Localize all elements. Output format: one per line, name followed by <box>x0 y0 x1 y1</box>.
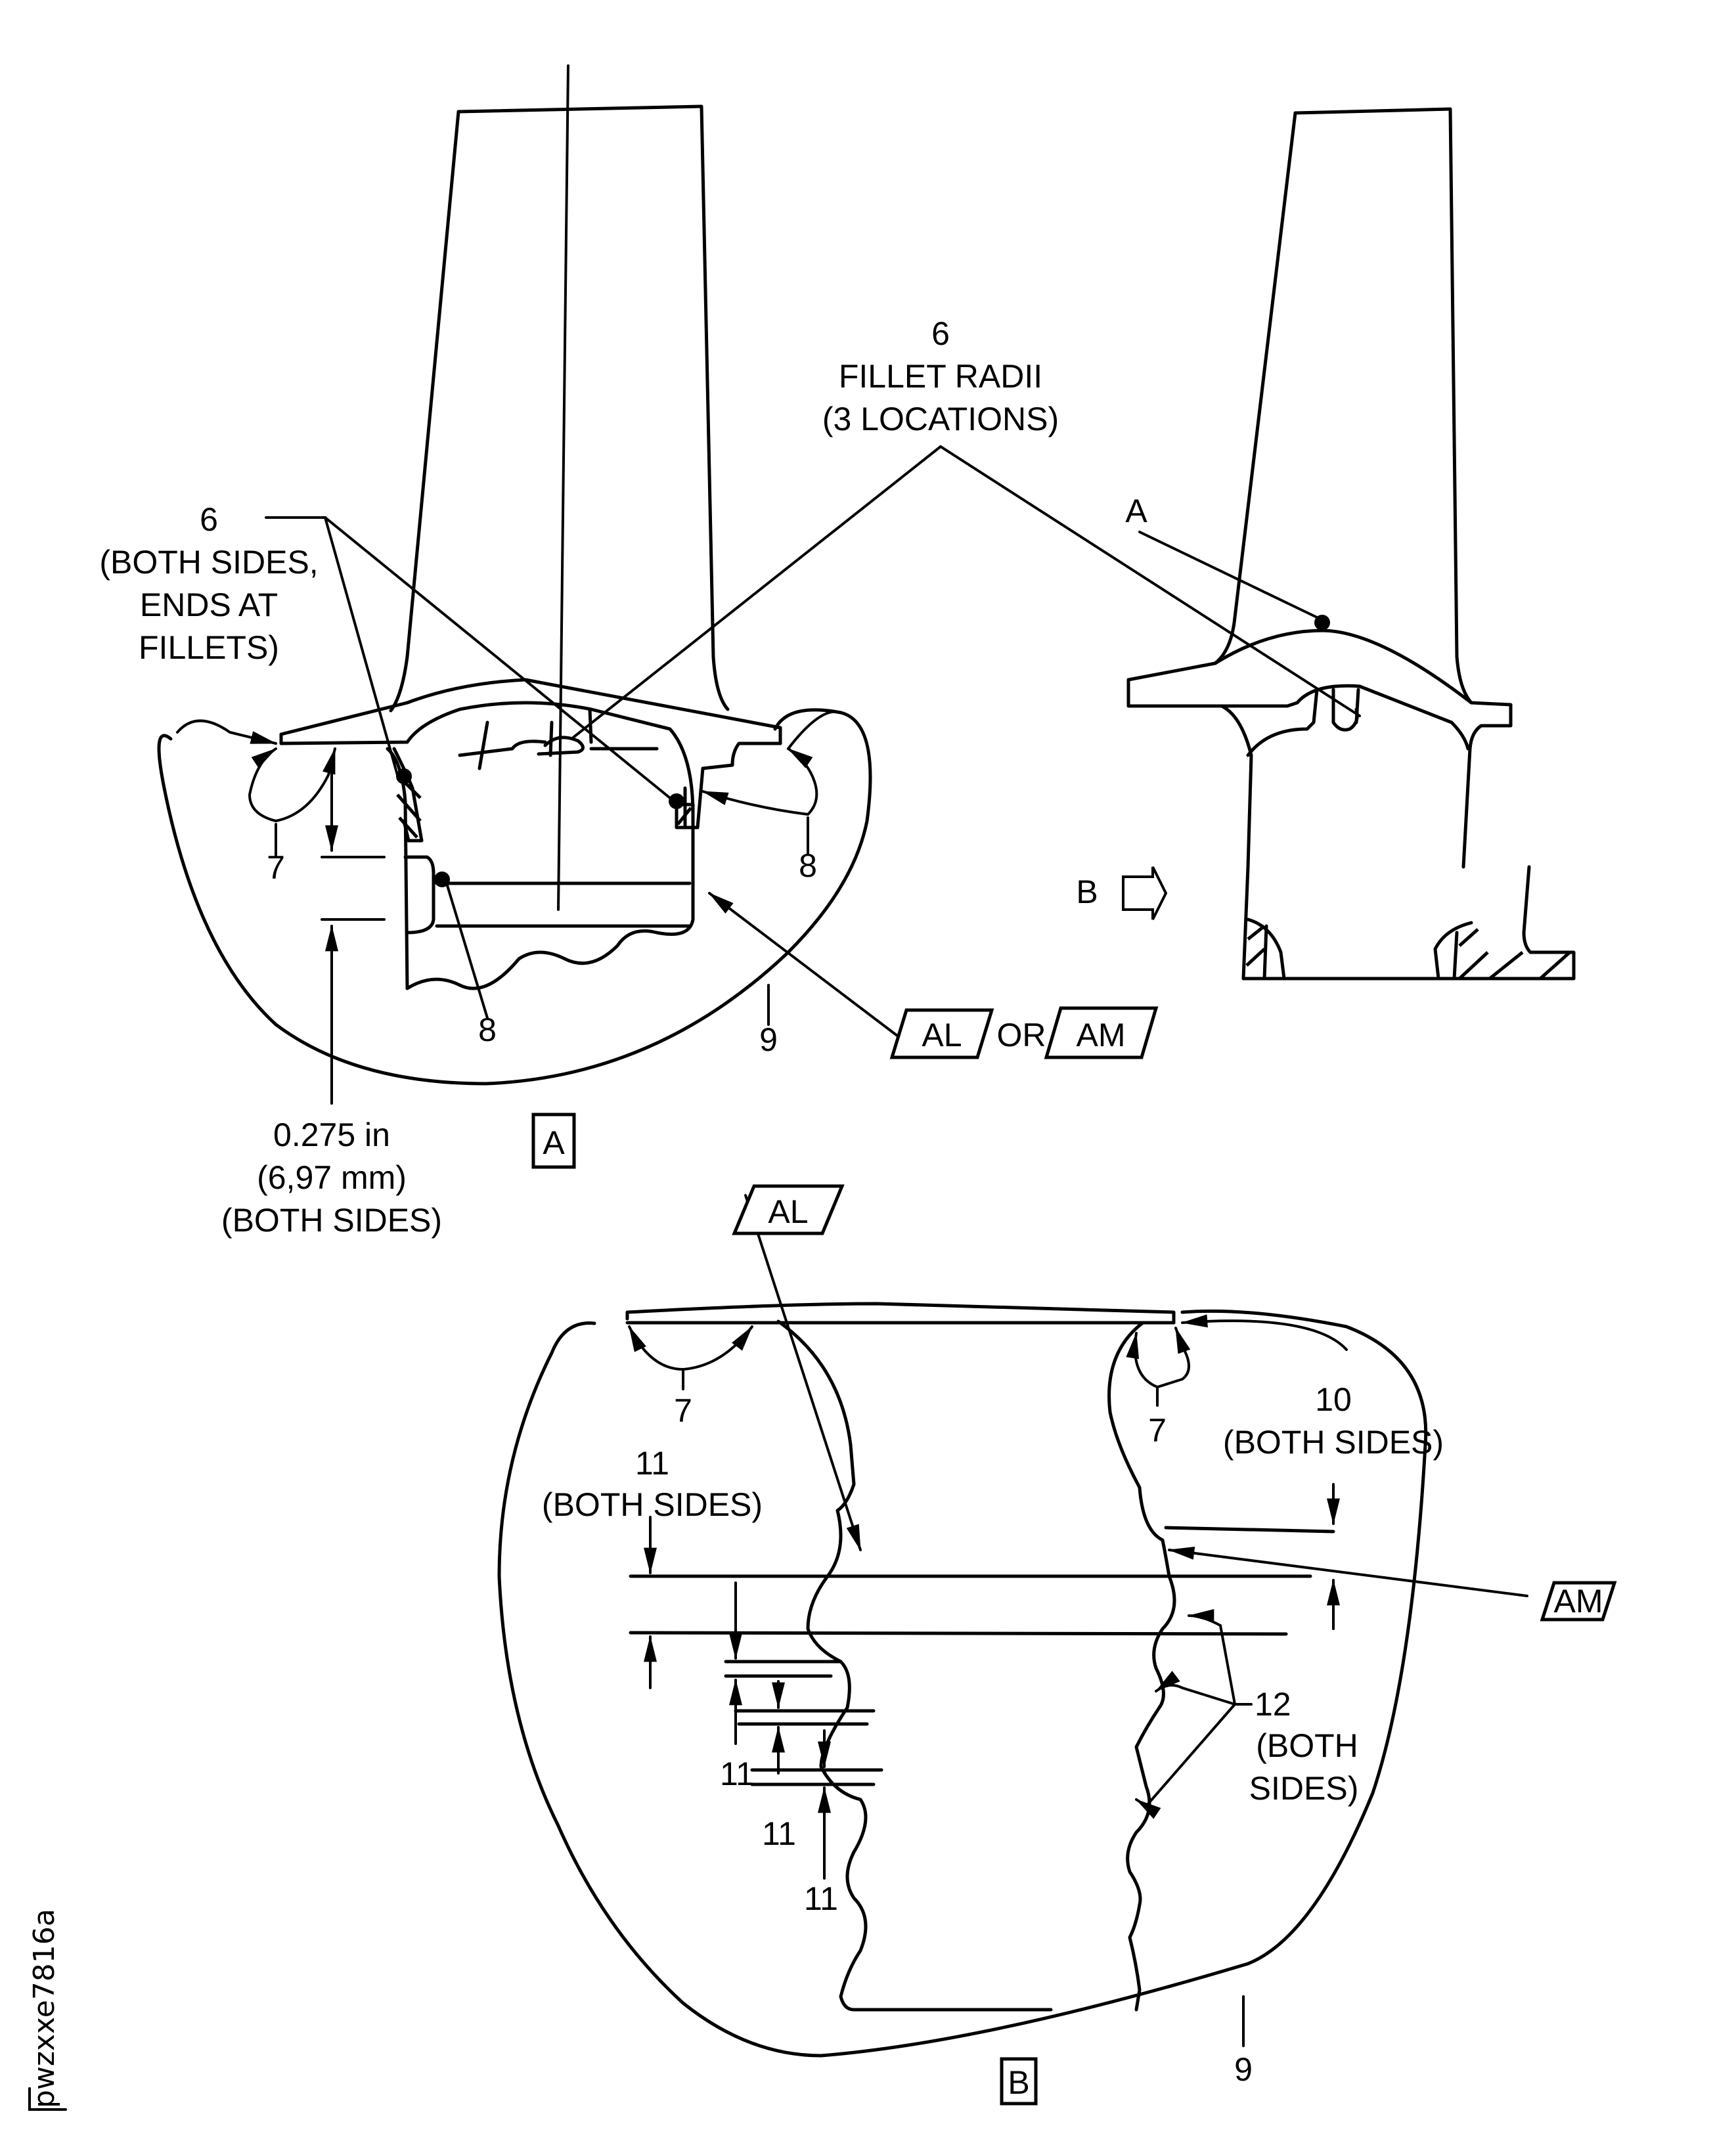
item-10-note: (BOTH SIDES) <box>1223 1424 1444 1461</box>
detail-a-boundary <box>157 708 872 1086</box>
fillet-radii-number: 6 <box>931 315 950 352</box>
item-11-a: 11 <box>720 1756 754 1792</box>
svg-text:AM: AM <box>1077 1017 1126 1053</box>
item-11-b: 11 <box>762 1815 796 1852</box>
dimension-in: 0.275 in <box>273 1116 390 1153</box>
callout-8-right: 8 <box>799 847 817 884</box>
point-marker <box>669 793 684 809</box>
item-10-number: 10 <box>1315 1381 1352 1418</box>
item-11-number: 11 <box>635 1445 669 1482</box>
both-sides-line1: (BOTH SIDES, <box>99 544 318 581</box>
both-sides-line2: ENDS AT <box>140 586 278 623</box>
fillet-radii-locations: (3 LOCATIONS) <box>822 401 1059 437</box>
both-sides-line3: FILLETS) <box>139 629 279 666</box>
svg-text:AL: AL <box>768 1193 808 1230</box>
svg-text:B: B <box>1008 2064 1029 2101</box>
item-12-number: 12 <box>1255 1686 1291 1723</box>
item-12-line1: (BOTH <box>1256 1727 1358 1764</box>
section-point-label: A <box>1125 493 1147 529</box>
callout-7: 7 <box>267 849 285 886</box>
detail-a-leaders <box>176 445 1361 1039</box>
blade-centerline <box>557 64 569 911</box>
point-a-marker <box>1314 615 1330 630</box>
point-marker <box>396 768 412 784</box>
item-11-note: (BOTH SIDES) <box>542 1486 763 1523</box>
dimension-both-sides: (BOTH SIDES) <box>221 1202 442 1239</box>
callout-9-b: 9 <box>1234 2051 1253 2088</box>
point-a-leader <box>1138 531 1318 619</box>
detail-b-am-box: AM <box>1540 1581 1617 1622</box>
detail-b-boundary <box>497 1309 1428 2058</box>
item-12-line2: SIDES) <box>1249 1770 1359 1807</box>
detail-b-label: B <box>1000 2057 1038 2106</box>
detail-b-leaders <box>628 1194 1528 2047</box>
detail-a-label: A <box>531 1113 576 1169</box>
dimension-0275 <box>321 770 386 1105</box>
view-b-arrow <box>1122 866 1168 920</box>
callout-9-a: 9 <box>759 1021 778 1058</box>
datum-or-text: OR <box>997 1017 1046 1053</box>
svg-text:AL: AL <box>922 1017 962 1053</box>
detail-b-root <box>625 1302 1335 2012</box>
item-11-c: 11 <box>804 1880 838 1917</box>
figure-id-corner <box>28 2087 67 2111</box>
svg-text:pwzxxe7816a: pwzxxe7816a <box>28 1909 61 2108</box>
fillet-radii-label: FILLET RADII <box>839 358 1042 395</box>
dimension-mm: (6,97 mm) <box>257 1159 407 1196</box>
svg-text:A: A <box>543 1124 565 1161</box>
both-sides-number: 6 <box>200 501 218 538</box>
figure-id: pwzxxe7816a <box>28 1909 61 2108</box>
detail-b-al-box: AL <box>732 1184 845 1235</box>
left-blade-airfoil <box>389 64 730 911</box>
view-b-arrow-label: B <box>1076 873 1098 910</box>
callout-7-b-right: 7 <box>1148 1412 1167 1449</box>
right-blade-section <box>1126 107 1576 981</box>
callout-7-b-left: 7 <box>674 1392 692 1429</box>
detail-a-root <box>279 678 782 990</box>
datum-am-box: AM <box>1044 1006 1159 1059</box>
datum-al-box: AL <box>889 1008 994 1059</box>
callout-8-bottom: 8 <box>478 1011 497 1048</box>
labels: 6 FILLET RADII (3 LOCATIONS) 6 (BOTH SID… <box>28 315 1617 2111</box>
svg-text:AM: AM <box>1554 1583 1603 1620</box>
